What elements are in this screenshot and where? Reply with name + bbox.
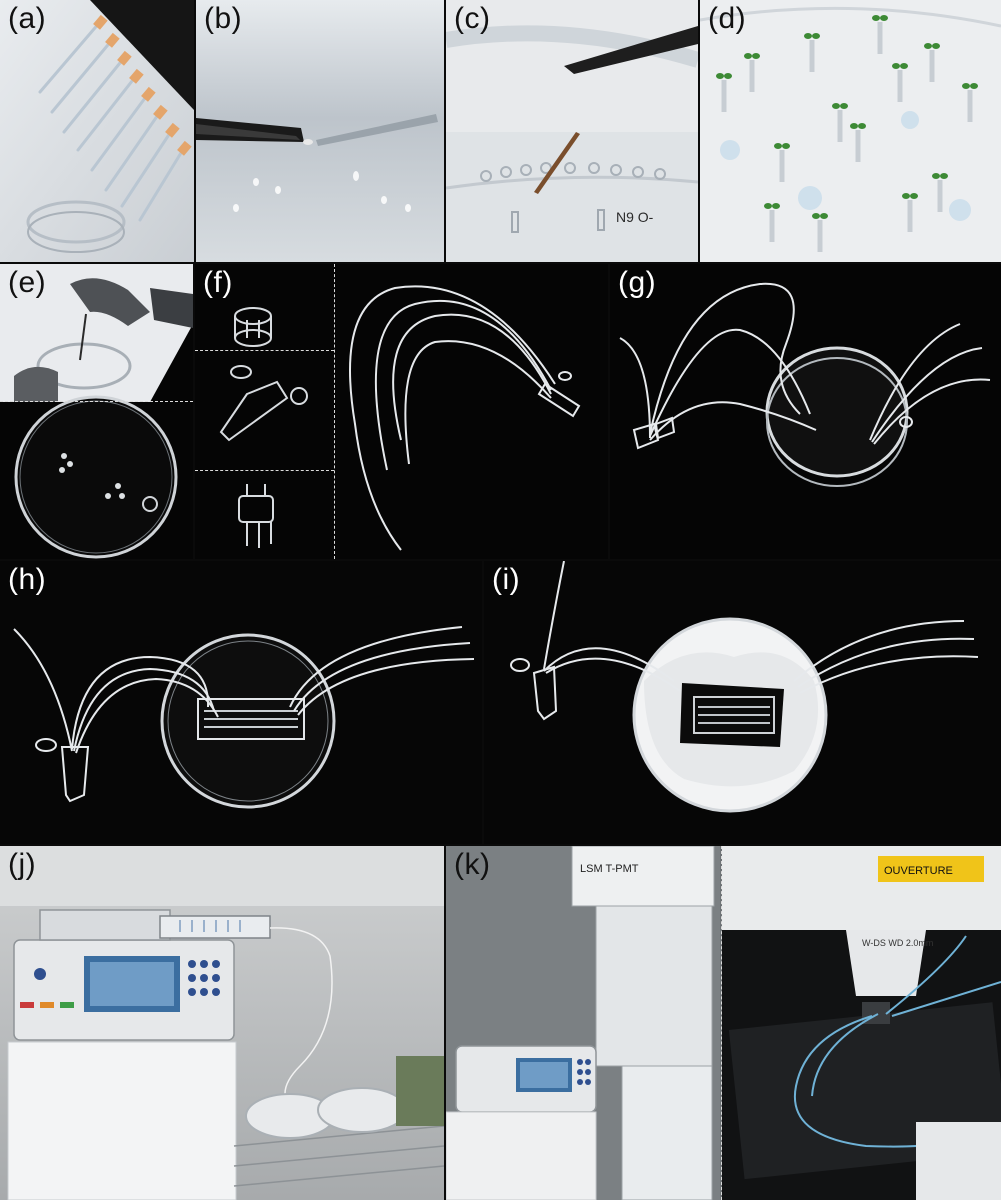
panel-i: (i) — [484, 561, 1001, 844]
panel-f-photo — [195, 264, 608, 559]
panel-a: (a) — [0, 0, 194, 262]
panel-f-divider-v — [334, 264, 335, 559]
panel-f: (f) — [195, 264, 608, 559]
panel-j: (j) — [0, 846, 444, 1200]
panel-label: (b) — [204, 2, 243, 35]
panel-k-divider — [721, 846, 722, 1200]
panel-label: (k) — [454, 848, 491, 881]
panel-label: (j) — [8, 848, 37, 881]
panel-d: (d) — [700, 0, 1001, 262]
panel-e: (e) — [0, 264, 193, 559]
plate-marking: N9 O- — [616, 209, 654, 225]
panel-h-photo — [0, 561, 482, 844]
panel-f-divider-h2 — [195, 470, 334, 471]
panel-g-photo — [610, 264, 1001, 559]
panel-b-photo — [196, 0, 444, 262]
panel-label: (g) — [618, 266, 657, 299]
panel-label: (d) — [708, 2, 747, 35]
panel-h: (h) — [0, 561, 482, 844]
panel-g: (g) — [610, 264, 1001, 559]
panel-i-photo — [484, 561, 1001, 844]
panel-label: (i) — [492, 563, 521, 596]
panel-label: (a) — [8, 2, 47, 35]
warning-label: OUVERTURE — [884, 865, 953, 877]
panel-e-photo — [0, 264, 193, 559]
objective-label: W-DS WD 2.0mm — [862, 938, 933, 948]
microscope-label: LSM T-PMT — [580, 863, 639, 875]
panel-label: (e) — [8, 266, 47, 299]
panel-label: (f) — [203, 266, 233, 299]
panel-c-photo: N9 O- — [446, 0, 698, 262]
panel-label: (c) — [454, 2, 491, 35]
panel-j-photo — [0, 846, 444, 1200]
panel-k-photo: LSM T-PMT OUVERTURE W-DS WD 2.0mm — [446, 846, 1001, 1200]
panel-k: LSM T-PMT OUVERTURE W-DS WD 2.0mm — [446, 846, 1001, 1200]
panel-c: N9 O- (c) — [446, 0, 698, 262]
panel-d-photo — [700, 0, 1001, 262]
panel-b: (b) — [196, 0, 444, 262]
panel-label: (h) — [8, 563, 47, 596]
panel-e-divider — [0, 401, 193, 402]
panel-f-divider-h1 — [195, 350, 334, 351]
panel-a-photo — [0, 0, 194, 262]
